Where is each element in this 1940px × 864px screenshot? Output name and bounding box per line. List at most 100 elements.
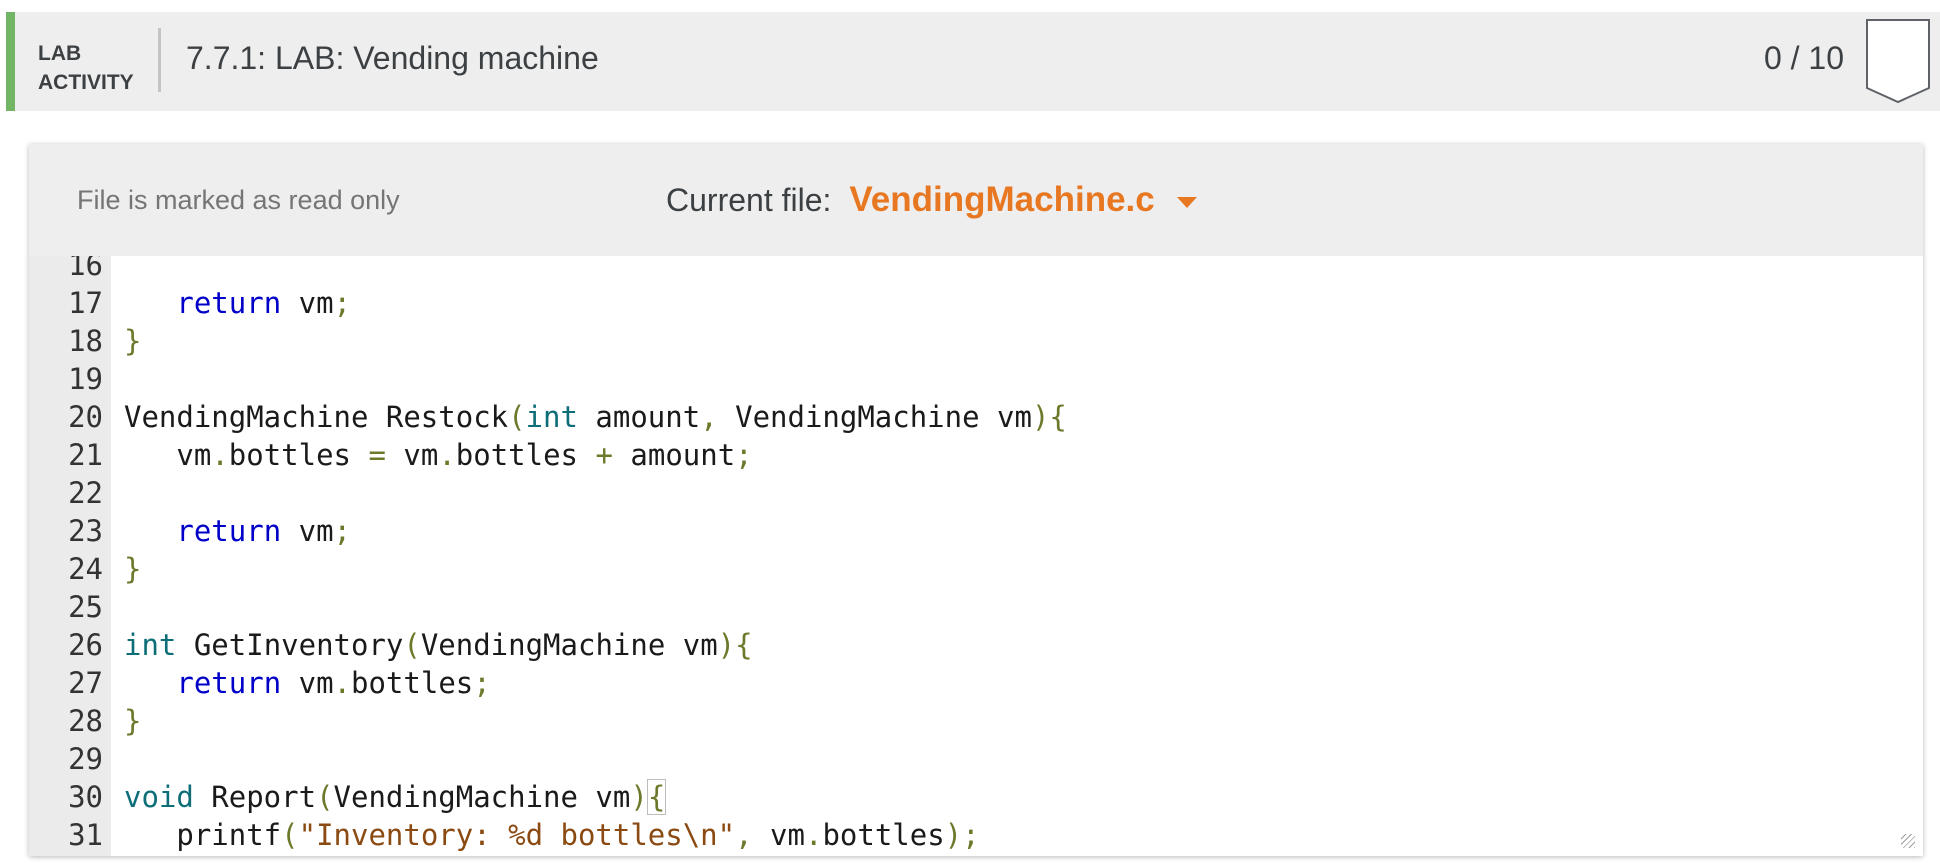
completion-badge-icon bbox=[1866, 19, 1930, 104]
chevron-down-icon[interactable] bbox=[1176, 196, 1197, 208]
code-token: "Inventory: %d bottles\n" bbox=[298, 818, 736, 852]
line-number-gutter bbox=[29, 256, 111, 856]
line-number: 24 bbox=[68, 552, 103, 586]
code-editor-panel: File is marked as read only Current file… bbox=[29, 144, 1923, 856]
current-file-selector: Current file: VendingMachine.c bbox=[666, 176, 1197, 224]
code-token: return bbox=[176, 286, 282, 320]
code-token: return bbox=[176, 514, 282, 548]
code-text: VendingMachine Restock(int amount, Vendi… bbox=[124, 398, 1067, 436]
score-display: 0 / 10 bbox=[1763, 40, 1844, 76]
code-token: , bbox=[700, 400, 718, 434]
code-token: vm bbox=[124, 438, 212, 472]
code-token: , bbox=[735, 818, 753, 852]
line-number: 16 bbox=[68, 256, 103, 282]
code-token: vm bbox=[281, 514, 334, 548]
code-token: bottles bbox=[455, 438, 596, 472]
code-line: 28} bbox=[29, 702, 1923, 740]
code-token: ); bbox=[944, 818, 980, 852]
code-token: int bbox=[525, 400, 578, 434]
code-token: vm bbox=[281, 286, 334, 320]
code-token: } bbox=[124, 324, 142, 358]
code-line: 25 bbox=[29, 588, 1923, 626]
line-number: 22 bbox=[68, 476, 103, 510]
line-number: 26 bbox=[68, 628, 103, 662]
line-number: 30 bbox=[68, 780, 103, 814]
resize-handle[interactable] bbox=[1901, 834, 1915, 848]
code-token: ){ bbox=[717, 628, 753, 662]
code-token: GetInventory bbox=[176, 628, 404, 662]
code-token: . bbox=[438, 438, 456, 472]
code-token: . bbox=[211, 438, 229, 472]
code-line: 27 return vm.bottles; bbox=[29, 664, 1923, 702]
header-divider bbox=[158, 28, 161, 92]
code-token: ; bbox=[735, 438, 753, 472]
code-token: Report bbox=[193, 780, 317, 814]
code-token: ( bbox=[508, 400, 526, 434]
line-number: 27 bbox=[68, 666, 103, 700]
line-number: 23 bbox=[68, 514, 103, 548]
code-text: printf("Inventory: %d bottles\n", vm.bot… bbox=[124, 816, 980, 854]
line-number: 28 bbox=[68, 704, 103, 738]
code-token: vm bbox=[752, 818, 805, 852]
line-number: 21 bbox=[68, 438, 103, 472]
code-token: VendingMachine Restock bbox=[124, 400, 509, 434]
code-line: 24} bbox=[29, 550, 1923, 588]
code-token: amount bbox=[577, 400, 701, 434]
code-line: 20 VendingMachine Restock(int amount, Ven… bbox=[29, 398, 1923, 436]
code-token: ; bbox=[333, 514, 352, 548]
code-line: 29 bbox=[29, 740, 1923, 778]
code-text: return vm; bbox=[124, 284, 351, 322]
current-file-label: Current file: bbox=[666, 181, 832, 218]
editor-toolbar: File is marked as read only Current file… bbox=[29, 144, 1923, 256]
read-only-notice: File is marked as read only bbox=[77, 185, 400, 215]
code-token: int bbox=[124, 628, 177, 662]
code-token: ; bbox=[473, 666, 491, 700]
lab-label-line1: LAB bbox=[38, 42, 82, 65]
code-token bbox=[124, 666, 176, 700]
code-text: } bbox=[124, 702, 141, 740]
code-token: } bbox=[124, 552, 142, 586]
line-number: 17 bbox=[68, 286, 103, 320]
code-token: void bbox=[124, 780, 194, 814]
code-token: vm bbox=[385, 438, 439, 472]
line-number: 20 bbox=[68, 400, 103, 434]
code-token: bottles bbox=[228, 438, 369, 472]
code-line: 19 bbox=[29, 360, 1923, 398]
line-number: 19 bbox=[68, 362, 103, 396]
code-token: . bbox=[804, 818, 823, 852]
code-token: ) bbox=[630, 780, 648, 814]
code-text: } bbox=[124, 322, 141, 360]
code-token: ){ bbox=[1031, 400, 1067, 434]
code-token: vm bbox=[281, 666, 334, 700]
line-number: 31 bbox=[68, 818, 103, 852]
code-text: return vm.bottles; bbox=[124, 664, 491, 702]
code-line: 26 int GetInventory(VendingMachine vm){ bbox=[29, 626, 1923, 664]
line-number: 29 bbox=[68, 742, 103, 776]
code-token: . bbox=[333, 666, 352, 700]
code-token: = bbox=[368, 438, 386, 472]
code-token: } bbox=[124, 704, 142, 738]
code-line: 18} bbox=[29, 322, 1923, 360]
code-token: bottles bbox=[351, 666, 474, 700]
code-token: VendingMachine vm bbox=[333, 780, 631, 814]
lab-label-line2: ACTIVITY bbox=[38, 71, 134, 94]
code-token: + bbox=[595, 438, 613, 472]
code-line: 21 vm.bottles = vm.bottles + amount; bbox=[29, 436, 1923, 474]
code-text: vm.bottles = vm.bottles + amount; bbox=[124, 436, 753, 474]
code-line: 23 return vm; bbox=[29, 512, 1923, 550]
code-line: 16 bbox=[29, 256, 1923, 284]
code-token: VendingMachine vm bbox=[420, 628, 718, 662]
code-token: VendingMachine vm bbox=[717, 400, 1032, 434]
code-line: 22 bbox=[29, 474, 1923, 512]
code-token: printf bbox=[124, 818, 282, 852]
lab-header: LAB ACTIVITY 7.7.1: LAB: Vending machine… bbox=[6, 12, 1940, 111]
code-token bbox=[124, 514, 176, 548]
code-text: int GetInventory(VendingMachine vm){ bbox=[124, 626, 753, 664]
code-token bbox=[124, 286, 176, 320]
lab-title: 7.7.1: LAB: Vending machine bbox=[186, 40, 599, 76]
lab-activity-label: LAB ACTIVITY bbox=[38, 39, 134, 97]
current-file-dropdown[interactable]: VendingMachine.c bbox=[849, 180, 1155, 219]
